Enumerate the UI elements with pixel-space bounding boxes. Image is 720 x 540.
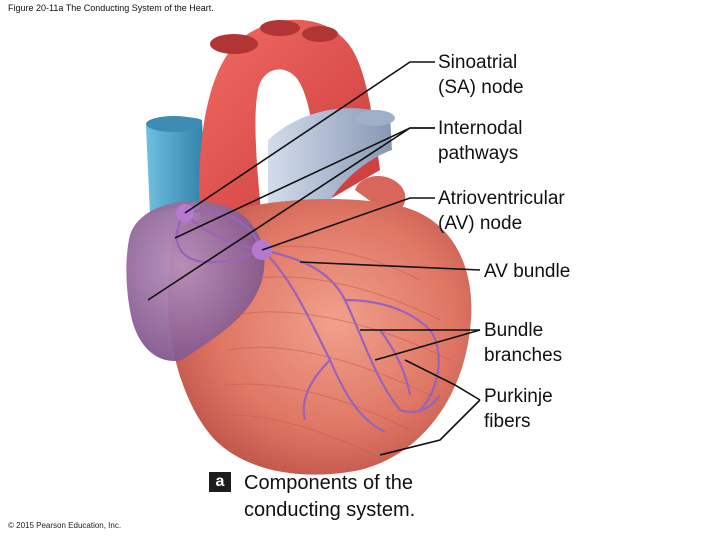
label-purkinje-text: Purkinje fibers [484, 386, 553, 432]
label-internodal-pathways: Internodal pathways [438, 116, 638, 166]
label-av-bundle: AV bundle [484, 259, 684, 284]
label-purkinje-fibers: Purkinje fibers [484, 384, 684, 434]
label-sa-node: Sinoatrial (SA) node [438, 50, 638, 100]
caption-letter: a [209, 472, 231, 492]
figure-title: Figure 20-11a The Conducting System of t… [8, 3, 214, 13]
superior-vena-cava [146, 117, 206, 214]
label-av-bundle-text: AV bundle [484, 261, 571, 282]
label-bundle-branches: Bundle branches [484, 318, 684, 368]
label-bundle-branches-text: Bundle branches [484, 320, 563, 366]
copyright-notice: © 2015 Pearson Education, Inc. [8, 521, 122, 530]
label-internodal-text: Internodal pathways [438, 118, 523, 164]
label-av-node-text: Atrioventricular (AV) node [438, 188, 565, 234]
caption-text: Components of the conducting system. [244, 472, 416, 521]
label-sa-node-text: Sinoatrial (SA) node [438, 52, 524, 98]
leader-lines [147, 61, 481, 456]
label-av-node: Atrioventricular (AV) node [438, 186, 638, 236]
